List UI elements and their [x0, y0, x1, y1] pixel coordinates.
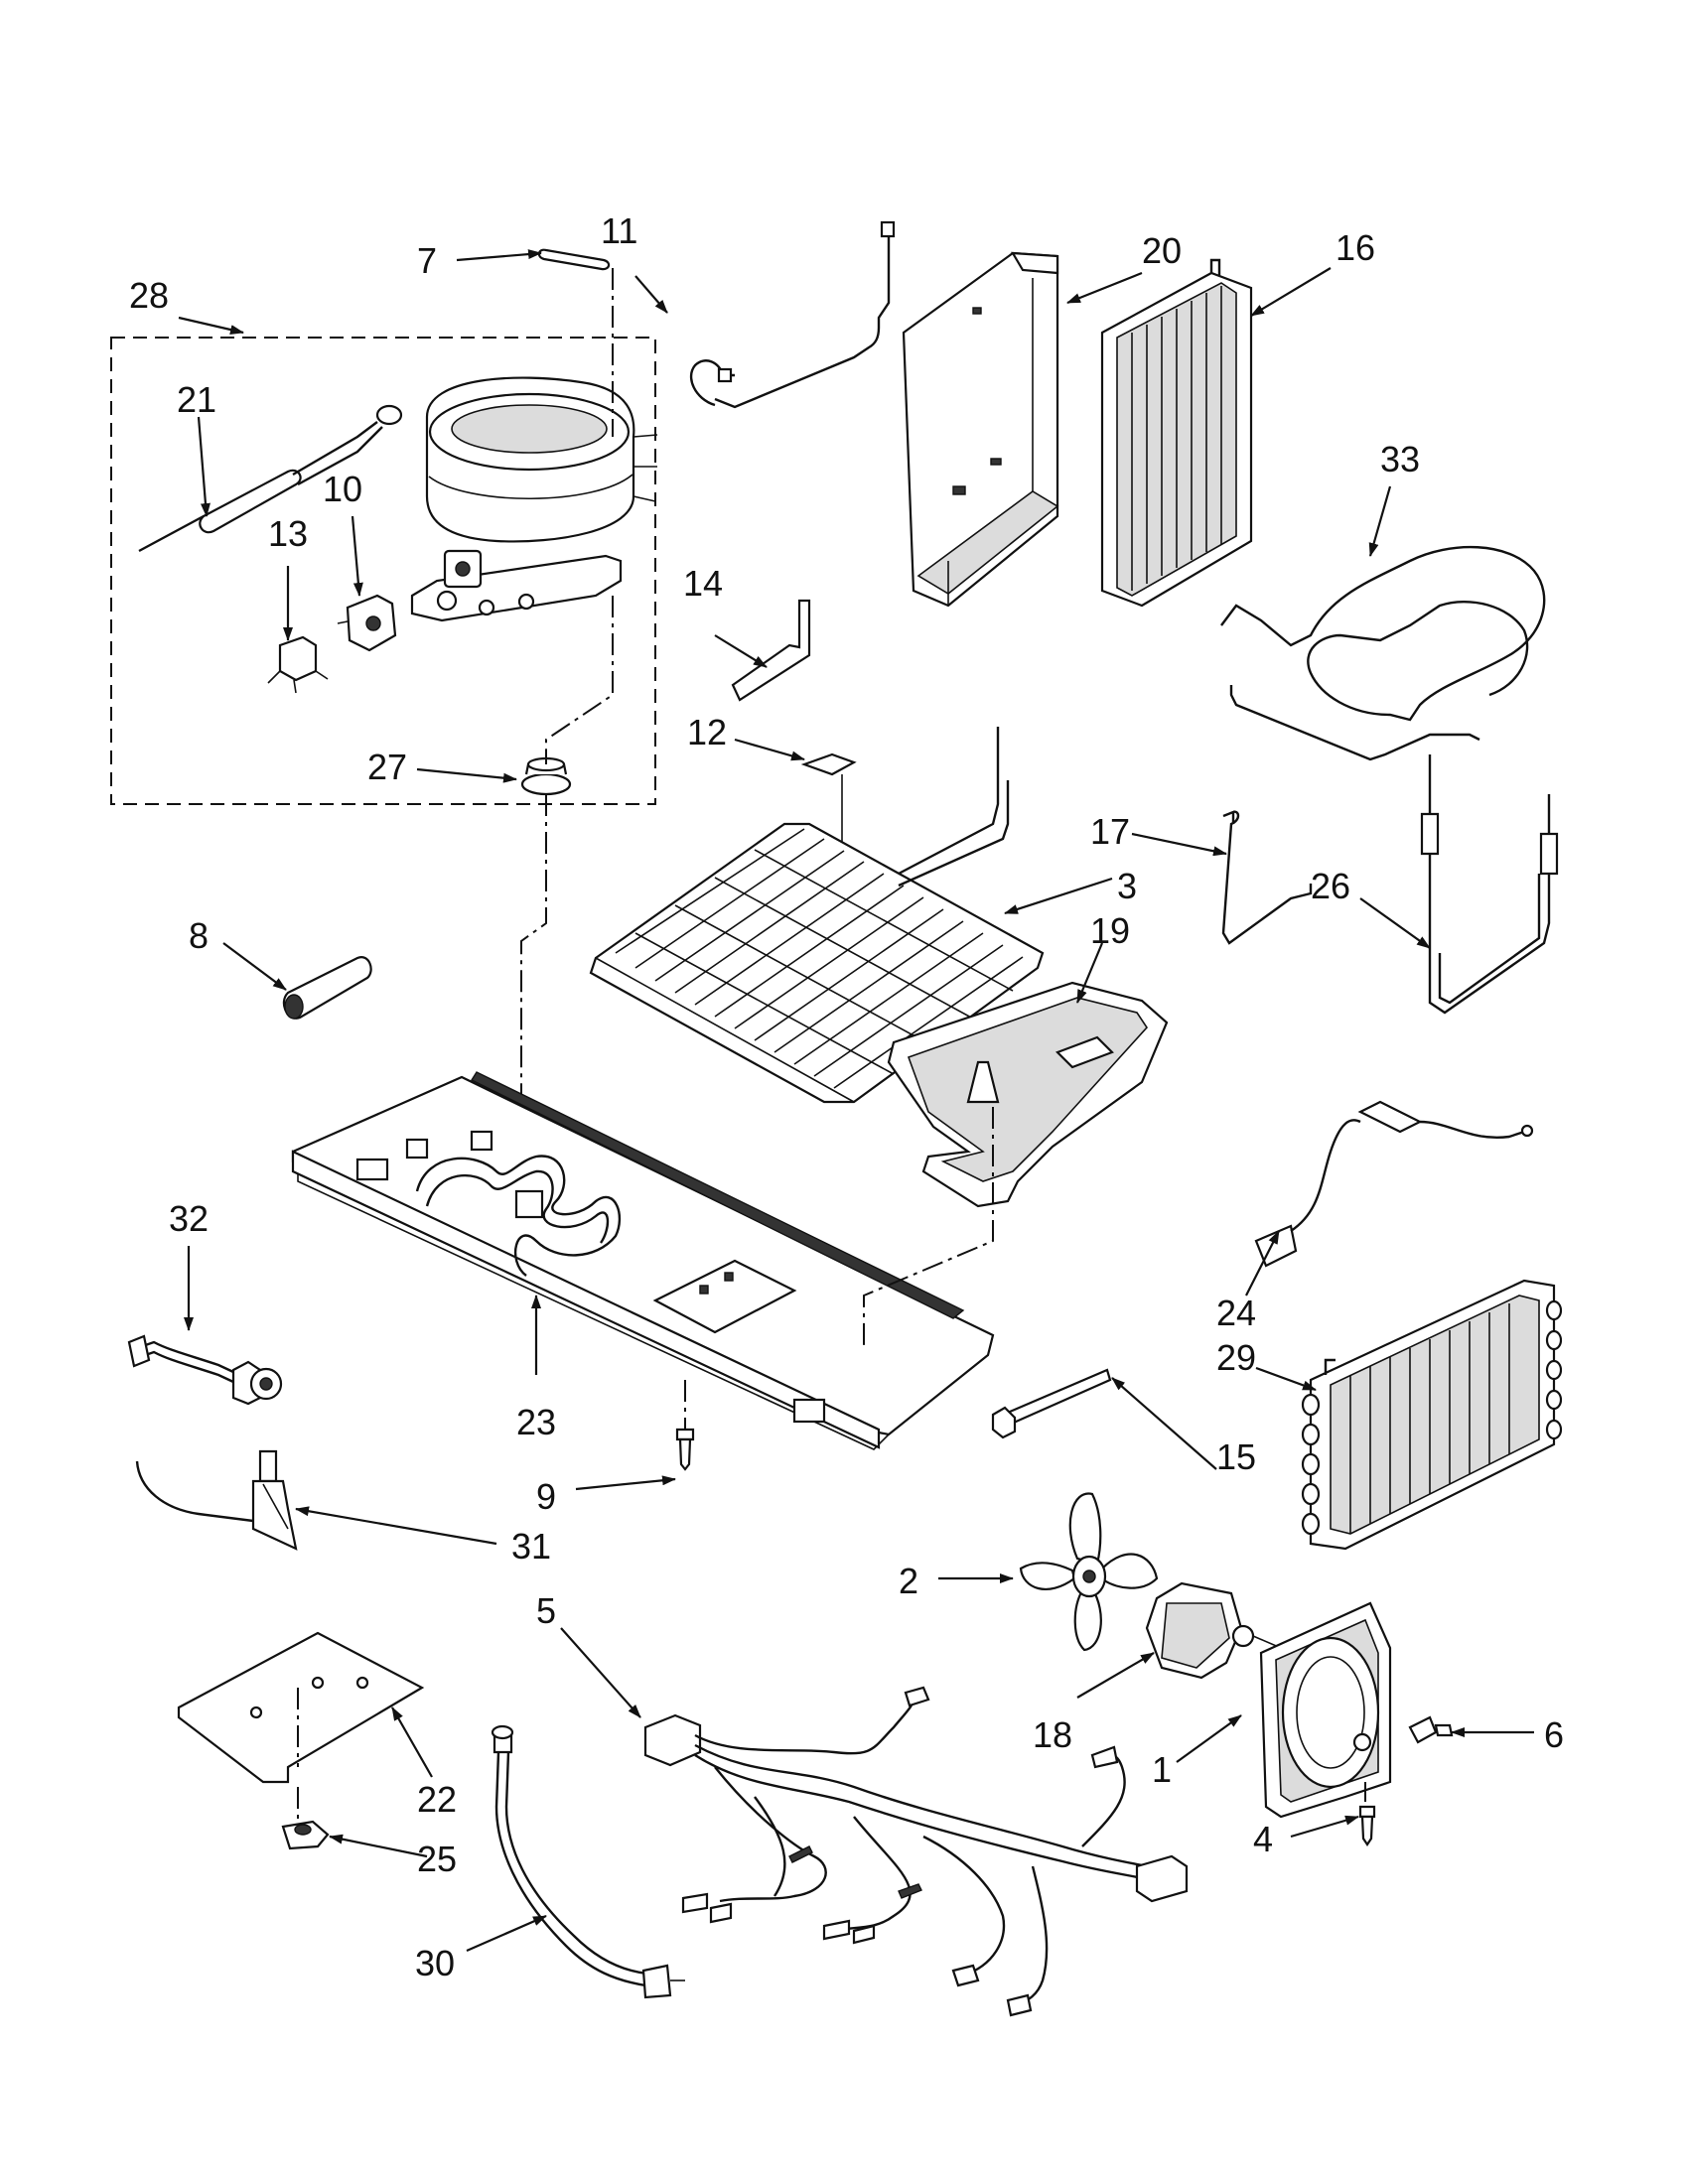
compressor-assembly-outline: [110, 337, 656, 805]
callout-label-27: 27: [367, 747, 407, 787]
insulation-part: [282, 956, 372, 1020]
drain-tube-part: [731, 599, 811, 702]
callout-label-18: 18: [1033, 1714, 1072, 1755]
thermistor-part: [127, 1334, 283, 1406]
power-cord-part: [1254, 1100, 1534, 1268]
callout-label-8: 8: [189, 915, 209, 956]
screw-bottom-part: [1358, 1805, 1376, 1846]
screw-part: [675, 1428, 695, 1471]
callout-label-32: 32: [169, 1198, 209, 1239]
plate-clip-part: [281, 1820, 330, 1850]
evaporator-part: [1100, 258, 1253, 608]
callout-label-3: 3: [1117, 866, 1137, 906]
relay-part: [337, 594, 397, 652]
callout-label-15: 15: [1216, 1436, 1256, 1477]
callout-labels: 7 11 20 16 28 21 10 33 13 14 12 27 17 3 …: [129, 210, 1564, 1983]
compressor-part: [410, 376, 658, 622]
callout-label-14: 14: [683, 563, 723, 604]
callout-label-31: 31: [511, 1526, 551, 1567]
callout-label-25: 25: [417, 1839, 457, 1879]
callout-label-16: 16: [1336, 227, 1375, 268]
callout-label-17: 17: [1090, 811, 1130, 852]
wire-tie-part: [991, 1368, 1112, 1439]
callout-label-30: 30: [415, 1943, 455, 1983]
retainer-part: [1221, 810, 1313, 945]
fan-blade-part: [1019, 1492, 1159, 1652]
base-pan-part: [291, 1071, 995, 1450]
callout-label-4: 4: [1253, 1819, 1273, 1859]
evaporator-fins: [1131, 286, 1222, 591]
callout-label-24: 24: [1216, 1293, 1256, 1333]
callout-label-21: 21: [177, 379, 216, 420]
callout-label-22: 22: [417, 1779, 457, 1820]
clip-part: [537, 248, 611, 271]
overload-part: [267, 635, 329, 694]
callout-label-2: 2: [899, 1561, 918, 1601]
callout-label-13: 13: [268, 513, 308, 554]
callout-label-1: 1: [1152, 1749, 1172, 1790]
callout-arrows: [178, 249, 1534, 1953]
callout-label-33: 33: [1380, 439, 1420, 479]
heater-part: [1220, 545, 1546, 761]
callout-label-7: 7: [417, 240, 437, 281]
drain-pan-part: [887, 981, 1169, 1208]
filter-drier-part: [138, 404, 403, 553]
wire-harness-part: [643, 1686, 1189, 2017]
sensor-part: [135, 1449, 298, 1551]
callout-label-12: 12: [687, 712, 727, 752]
callout-label-6: 6: [1544, 1714, 1564, 1755]
evaporator-cover-part: [902, 251, 1059, 608]
callout-label-19: 19: [1090, 910, 1130, 951]
callout-label-26: 26: [1311, 866, 1350, 906]
callout-label-10: 10: [323, 469, 362, 509]
bolt-part: [1408, 1715, 1454, 1744]
fan-motor-part: [1145, 1581, 1282, 1680]
callout-label-9: 9: [536, 1476, 556, 1517]
callout-label-29: 29: [1216, 1337, 1256, 1378]
tube-part: [689, 220, 896, 409]
fan-shroud-part: [1259, 1601, 1392, 1819]
condenser-part: [1301, 1279, 1563, 1551]
valve-tubing-part: [1420, 754, 1559, 1015]
callout-label-28: 28: [129, 275, 169, 316]
callout-label-20: 20: [1142, 230, 1182, 271]
water-tube-part: [491, 1724, 685, 1999]
callout-label-5: 5: [536, 1590, 556, 1631]
callout-label-23: 23: [516, 1402, 556, 1442]
cover-plate-part: [177, 1631, 425, 1784]
evap-clip-part: [800, 752, 857, 784]
callout-label-11: 11: [601, 210, 637, 251]
